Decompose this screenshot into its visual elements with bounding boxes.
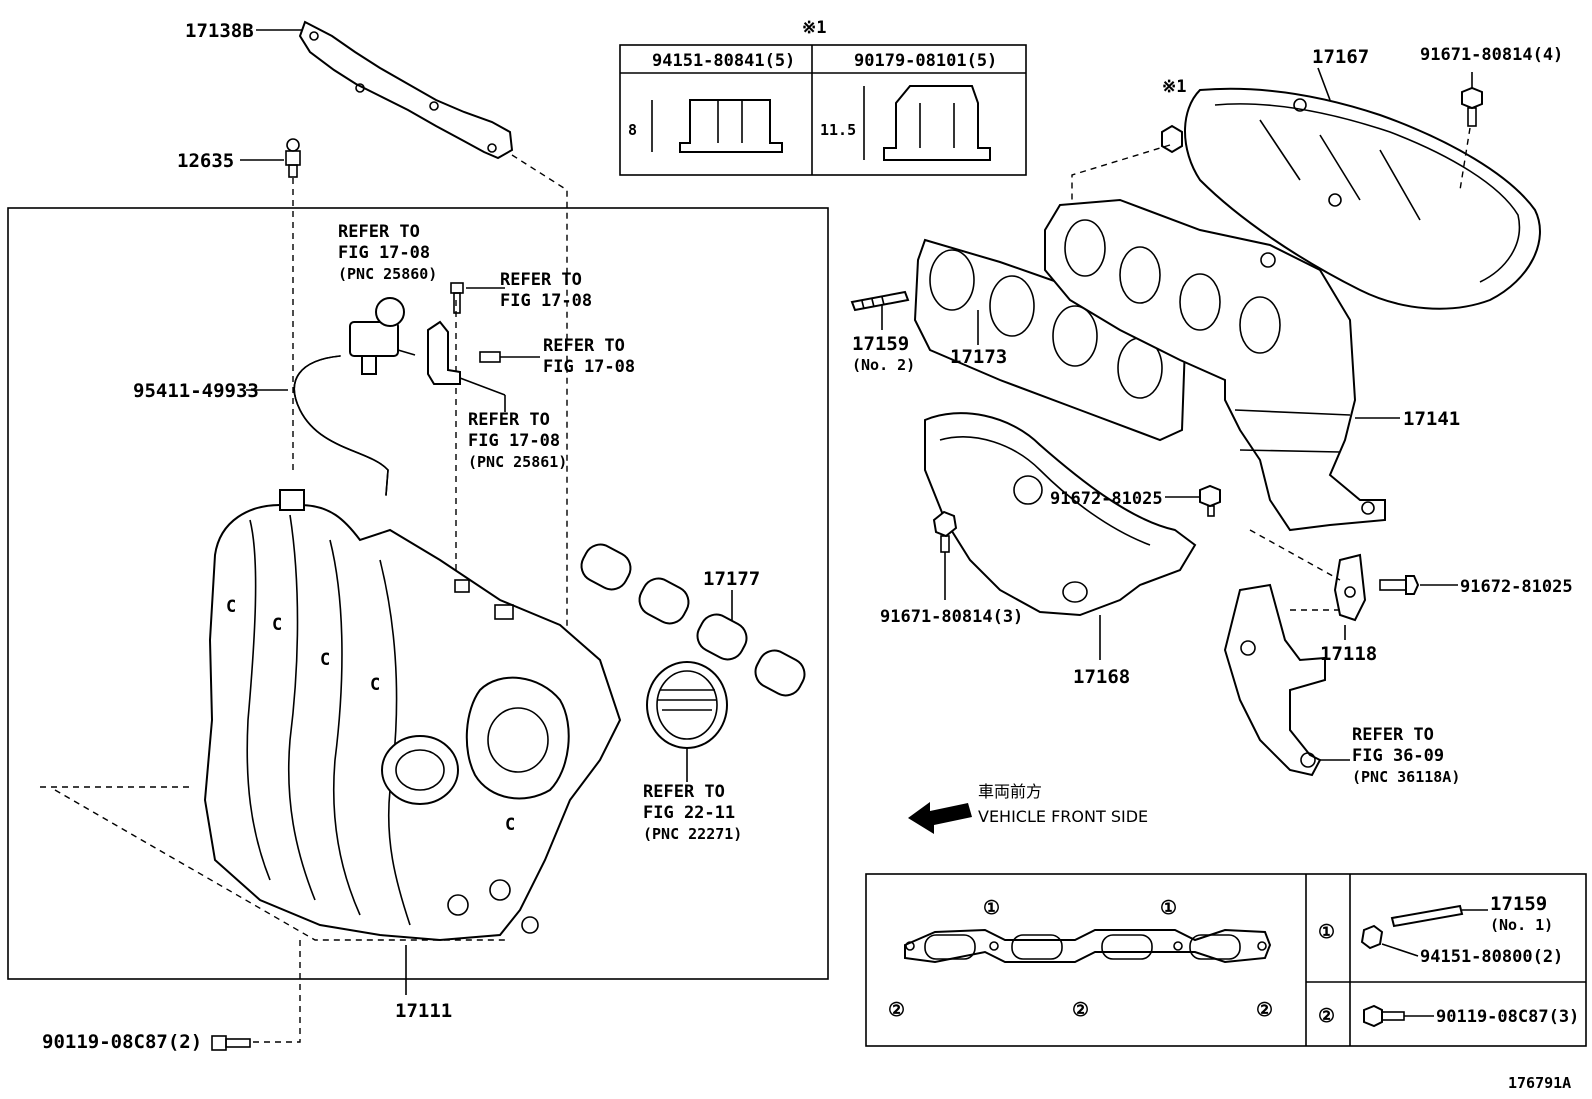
svg-text:C: C [370,675,380,695]
gasket-17177 [580,543,806,697]
refer-note-25860: REFER TO FIG 17-08 (PNC 25860) [338,222,437,283]
part-17167-label: 17167 [1312,46,1369,68]
throttle-gasket [646,661,728,749]
svg-text:FIG 36-09: FIG 36-09 [1352,746,1444,766]
svg-text:REFER TO: REFER TO [643,782,725,802]
part-12635-label: 12635 [177,150,234,172]
intake-manifold-17111: C C C C C [203,489,622,942]
svg-text:FIG 17-08: FIG 17-08 [468,431,560,451]
bolt-91672-right [1379,575,1420,595]
bolt-upper [450,282,464,314]
legend-row1-nut: 94151-80800(2) [1420,947,1563,967]
bracket-17118 [1223,553,1367,777]
svg-text:C: C [320,650,330,670]
bolt-91671-4 [1461,86,1483,127]
part-17168-label: 17168 [1073,666,1130,688]
intake-group-frame [7,207,829,980]
plug-12635 [285,138,301,178]
ref-mark-nut: ※1 [1162,77,1186,97]
part-17111-label: 17111 [395,1000,452,1022]
svg-text:(PNC 25861): (PNC 25861) [468,453,567,471]
part-17138b-label: 17138B [185,20,254,42]
refer-note-22271: REFER TO FIG 22-11 (PNC 22271) [643,782,742,843]
stud-mark-2-right: ② [1256,999,1273,1021]
legend-mark-2: ② [1318,1005,1335,1027]
svg-text:REFER TO: REFER TO [543,336,625,356]
heat-insulator-17167 [1184,87,1541,310]
svg-text:FIG 17-08: FIG 17-08 [543,357,635,377]
svg-text:FIG 17-08: FIG 17-08 [500,291,592,311]
svg-text:(PNC 22271): (PNC 22271) [643,825,742,843]
svg-text:FIG 17-08: FIG 17-08 [338,243,430,263]
vsv-component [349,297,416,375]
part-17141-label: 17141 [1403,408,1460,430]
vehicle-front-jp: 車両前方 [978,782,1042,801]
nut-col1-dim: 8 [628,121,637,139]
part-91672-a-label: 91672-81025 [1050,489,1163,509]
refer-note-36118a: REFER TO FIG 36-09 (PNC 36118A) [1352,725,1460,786]
part-17118-label: 17118 [1320,643,1377,665]
part-91672-b-label: 91672-81025 [1460,577,1573,597]
refer-note-25861: REFER TO FIG 17-08 (PNC 25861) [468,410,567,471]
svg-text:(PNC 25860): (PNC 25860) [338,265,437,283]
nut-col2-part: 90179-08101(5) [854,51,997,71]
nut-col1-part: 94151-80841(5) [652,51,795,71]
stud-mark-1-left: ① [983,897,1000,919]
heat-insulator-17168 [924,412,1197,617]
drawing-id: 176791A [1508,1074,1571,1092]
part-17159-2-sub: (No. 2) [852,356,915,374]
legend-row1-sub: (No. 1) [1490,916,1553,934]
bolt-side [479,351,540,363]
nut-col2-dim: 11.5 [820,121,856,139]
legend-row1-part: 17159 [1490,893,1547,915]
stud-location-table: ① ① ② ② ② ① ② 17159 (No. 1) 94151-80800(… [865,873,1587,1047]
bracket-17138b [298,20,514,160]
svg-text:REFER TO: REFER TO [338,222,420,242]
refer-note-side-bolt: REFER TO FIG 17-08 [543,336,635,377]
stud-mark-2-mid: ② [1072,999,1089,1021]
part-91671-3-label: 91671-80814(3) [880,607,1023,627]
ref-mark-table: ※1 [802,18,826,38]
svg-text:C: C [505,815,515,835]
stud-17159-no2 [850,290,910,312]
svg-text:REFER TO: REFER TO [500,270,582,290]
svg-text:FIG 22-11: FIG 22-11 [643,803,735,823]
exhaust-manifold-17141 [1044,198,1386,532]
vehicle-front-arrow-icon [908,802,972,834]
stud-mark-2-left: ② [888,999,905,1021]
bolt-91672-upper [1199,484,1221,517]
part-90119-2-label: 90119-08C87(2) [42,1031,202,1053]
part-95411-label: 95411-49933 [133,380,259,402]
part-91671-4-label: 91671-80814(4) [1420,45,1563,65]
bolt-90119-2 [211,1035,251,1051]
part-17173-label: 17173 [950,346,1007,368]
bolt-91671-3 [932,510,958,553]
nut-spec-table: 94151-80841(5) 90179-08101(5) 8 11.5 [619,44,1027,176]
legend-mark-1: ① [1318,921,1335,943]
nut-small [1161,124,1183,154]
vehicle-front-en: VEHICLE FRONT SIDE [978,807,1148,826]
refer-note-bolt: REFER TO FIG 17-08 [500,270,592,311]
vacuum-hose [293,355,389,496]
svg-text:REFER TO: REFER TO [1352,725,1434,745]
svg-text:REFER TO: REFER TO [468,410,550,430]
part-17159-2-label: 17159 [852,333,909,355]
svg-text:C: C [272,615,282,635]
svg-text:C: C [226,597,236,617]
stud-mark-1-right: ① [1160,897,1177,919]
bracket-small [427,320,461,385]
part-17177-label: 17177 [703,568,760,590]
legend-row2-part: 90119-08C87(3) [1436,1007,1579,1027]
svg-text:(PNC 36118A): (PNC 36118A) [1352,768,1460,786]
